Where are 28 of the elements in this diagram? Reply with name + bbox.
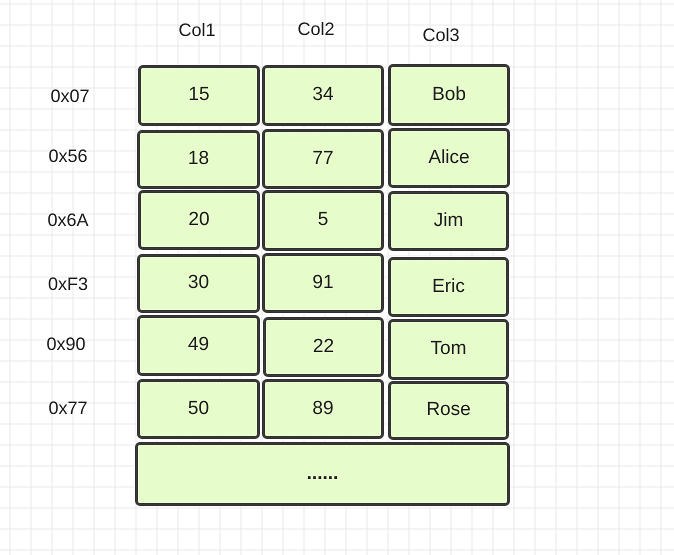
row-address: 0x56 [48,147,88,165]
table-cell: 50 [137,379,260,439]
table-cell: 22 [263,317,384,377]
table-cell: Rose [388,381,509,440]
table-cell: 49 [137,315,260,376]
table-cell: 18 [137,130,260,189]
table-cell: 20 [138,190,260,250]
table-cell: Eric [388,257,509,317]
row-address: 0xF3 [48,275,88,293]
table-cell: Tom [388,319,509,380]
table-cell: Jim [388,191,509,251]
table-cell: 15 [138,65,260,126]
row-address: 0x07 [50,87,90,105]
table-cell: Alice [388,128,510,188]
row-address: 0x90 [46,335,86,353]
column-header: Col2 [297,20,335,38]
table-cell: 77 [262,129,384,189]
table-cell: 91 [262,253,384,313]
column-header: Col1 [178,21,216,39]
column-header: Col3 [422,26,460,44]
table-cell: 89 [262,379,384,439]
table-cell: Bob [388,64,510,126]
row-address: 0x77 [48,399,88,417]
table-cell: 34 [262,65,384,126]
table-cell: 30 [137,254,260,313]
table-cell: ...... [135,442,510,506]
table-cell: 5 [262,190,384,251]
row-address: 0x6A [47,211,89,229]
